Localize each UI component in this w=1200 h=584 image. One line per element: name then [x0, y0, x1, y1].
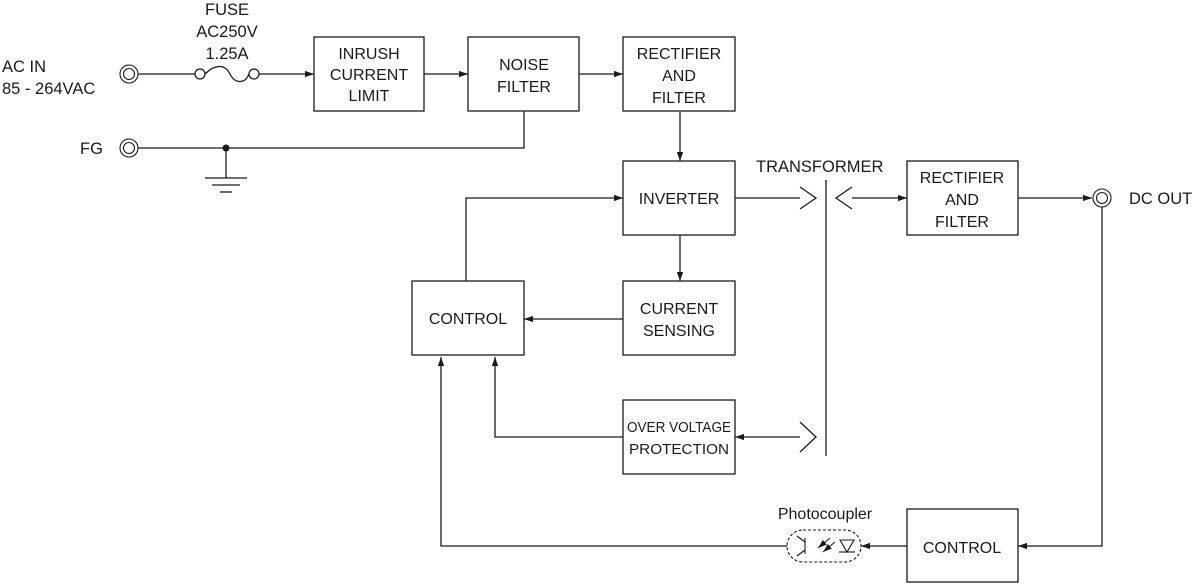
dc-out-terminal	[1092, 188, 1112, 208]
block-rectifier-and-filter-input: RECTIFIER AND FILTER	[622, 36, 736, 112]
fg-junction-dot	[222, 144, 230, 152]
rectifier-in-line-2: AND	[662, 68, 696, 85]
rectifier-in-line-1: RECTIFIER	[637, 46, 721, 63]
block-inverter: INVERTER	[622, 160, 736, 236]
dc-out-label: DC OUT	[1129, 190, 1192, 208]
transformer-primary-winding	[799, 186, 818, 210]
photocoupler-symbol	[786, 529, 862, 563]
led-triangle	[839, 539, 855, 554]
inrush-line-1: INRUSH	[338, 46, 399, 63]
wires	[138, 70, 1103, 550]
wire-photocoupler-control	[437, 357, 787, 547]
fg-label: FG	[80, 140, 103, 158]
block-control-primary: CONTROL	[411, 280, 525, 356]
ac-in-terminal	[119, 64, 139, 84]
block-current-sensing: CURRENT SENSING	[622, 280, 736, 356]
fuse-label-line-1: FUSE	[205, 1, 249, 19]
rectifier-in-line-3: FILTER	[652, 90, 706, 107]
transformer-aux-winding	[799, 421, 817, 453]
current-sensing-line-1: CURRENT	[640, 301, 718, 318]
block-control-secondary: CONTROL	[906, 508, 1019, 583]
current-sensing-line-2: SENSING	[643, 323, 715, 340]
transformer-symbol	[799, 180, 853, 456]
ovp-line-1: OVER VOLTAGE	[627, 420, 731, 436]
block-over-voltage-protection: OVER VOLTAGE PROTECTION	[622, 399, 736, 475]
fuse-terminal-left	[194, 68, 206, 80]
noise-filter-line-1: NOISE	[499, 57, 549, 74]
inrush-line-2: CURRENT	[330, 67, 408, 84]
fuse-label-line-2: AC250V	[196, 23, 257, 41]
ovp-line-2: PROTECTION	[629, 442, 729, 458]
inverter-label: INVERTER	[639, 191, 720, 208]
wire-control-inverter	[465, 194, 623, 281]
rectifier-out-line-1: RECTIFIER	[920, 170, 1004, 187]
control-primary-label: CONTROL	[429, 311, 507, 328]
transformer-secondary-winding	[834, 186, 853, 210]
fuse-label-line-3: 1.25A	[205, 45, 248, 63]
ac-in-label: AC IN	[2, 58, 46, 76]
phototransistor-collector	[796, 535, 806, 543]
transformer-label: TRANSFORMER	[756, 158, 884, 176]
block-inrush-current-limit: INRUSH CURRENT LIMIT	[313, 36, 425, 112]
rectifier-out-line-3: FILTER	[935, 214, 989, 231]
control-secondary-label: CONTROL	[923, 540, 1001, 557]
wire-dcout-control	[1018, 207, 1103, 550]
fuse-terminal-right	[248, 68, 260, 80]
block-noise-filter: NOISE FILTER	[467, 36, 580, 112]
phototransistor-emitter	[796, 549, 806, 557]
ac-in-range: 85 - 264VAC	[2, 80, 95, 98]
wire-ovp-control	[491, 357, 623, 438]
rectifier-out-line-2: AND	[945, 192, 979, 209]
block-rectifier-and-filter-output: RECTIFIER AND FILTER	[906, 160, 1019, 236]
fuse-symbol	[194, 65, 260, 83]
fg-terminal	[119, 138, 139, 158]
inrush-line-3: LIMIT	[349, 88, 390, 105]
fuse-element	[204, 65, 250, 83]
wire-noise-fg	[138, 110, 525, 149]
photocoupler-label: Photocoupler	[778, 506, 873, 523]
light-ray-2	[822, 541, 836, 553]
noise-filter-line-2: FILTER	[497, 79, 551, 96]
light-ray-1	[817, 537, 831, 549]
